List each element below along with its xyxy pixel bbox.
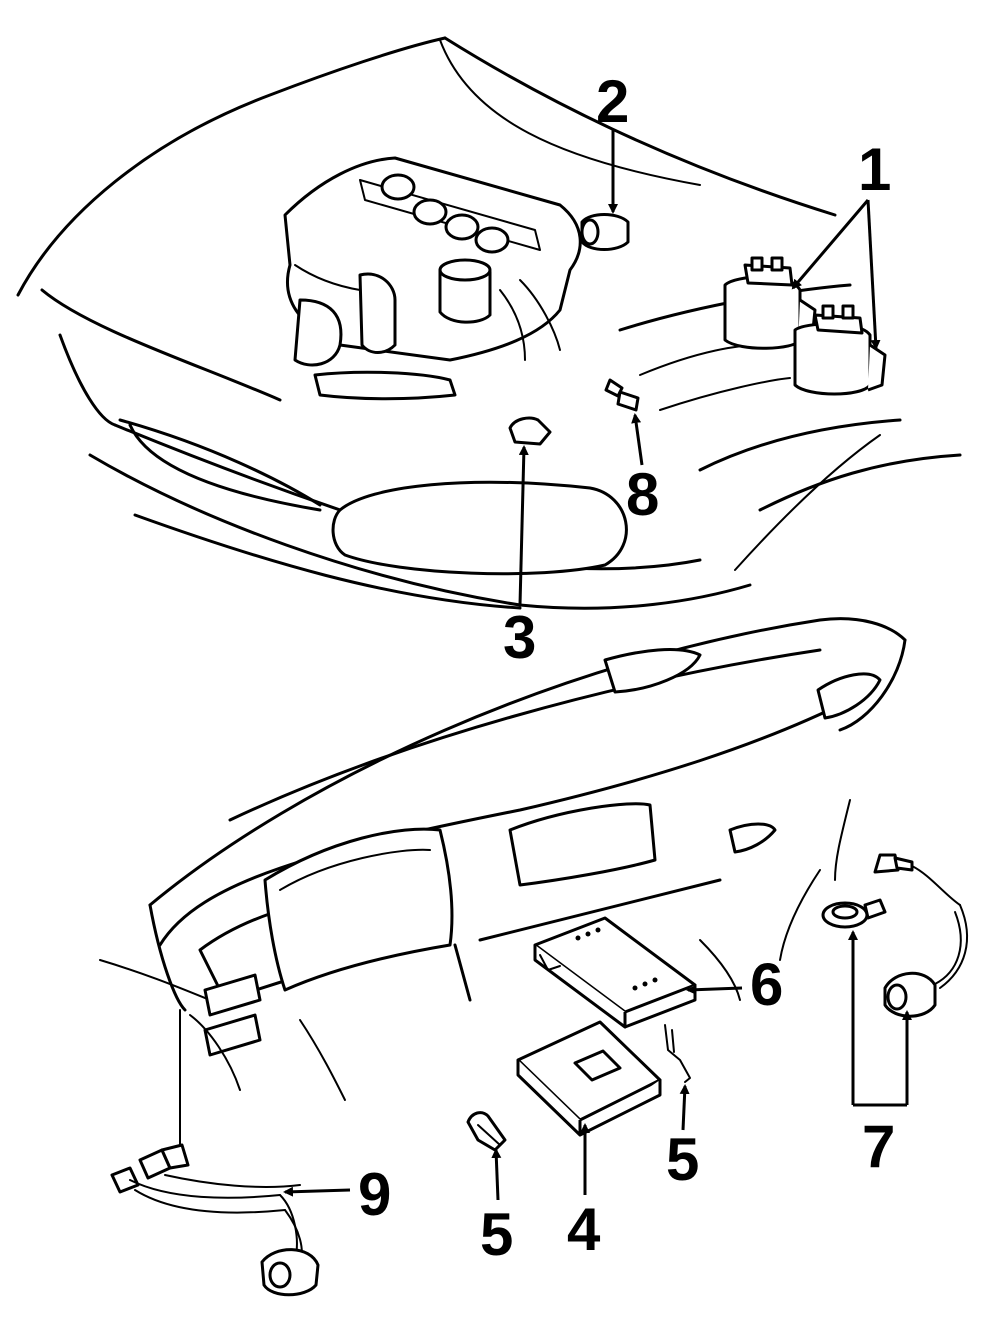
part-5-bracket-right xyxy=(664,1024,691,1083)
leader-5-right xyxy=(679,1084,690,1131)
part-8-sensor xyxy=(604,378,640,412)
leader-6 xyxy=(686,984,743,995)
leader-8 xyxy=(631,413,644,466)
callout-6: 6 xyxy=(750,951,783,1018)
instrument-panel-outline xyxy=(99,617,907,1161)
engine-block xyxy=(283,156,582,401)
part-4-ecu xyxy=(516,1020,662,1137)
part-3-sensor xyxy=(508,416,552,446)
callout-8: 8 xyxy=(626,461,659,528)
callout-1: 1 xyxy=(858,136,891,203)
part-1-ignition-coils xyxy=(723,256,887,396)
part-5-bracket-left xyxy=(466,1111,507,1152)
callout-7: 7 xyxy=(862,1113,895,1180)
callout-5-left: 5 xyxy=(480,1201,513,1268)
leader-5-left xyxy=(491,1148,502,1201)
leader-1a xyxy=(791,199,870,290)
part-7-sensor-ring xyxy=(821,898,887,929)
part-2-sensor xyxy=(580,213,630,251)
leader-1b xyxy=(866,199,881,350)
callout-9: 9 xyxy=(358,1161,391,1228)
leader-9 xyxy=(283,1186,351,1197)
vehicle-front-outline xyxy=(16,36,962,610)
leader-lines xyxy=(283,130,912,1201)
part-9-wiring-harness xyxy=(110,1143,320,1297)
callout-2: 2 xyxy=(596,68,629,135)
callout-3: 3 xyxy=(503,604,536,671)
callout-5-right: 5 xyxy=(666,1126,699,1193)
leader-3 xyxy=(518,445,529,606)
callout-4: 4 xyxy=(567,1196,601,1263)
part-6-module xyxy=(533,916,697,1029)
callout-labels: 1 2 3 8 6 4 5 5 7 9 xyxy=(358,68,895,1268)
part-7-sensor-harness xyxy=(873,853,968,1018)
